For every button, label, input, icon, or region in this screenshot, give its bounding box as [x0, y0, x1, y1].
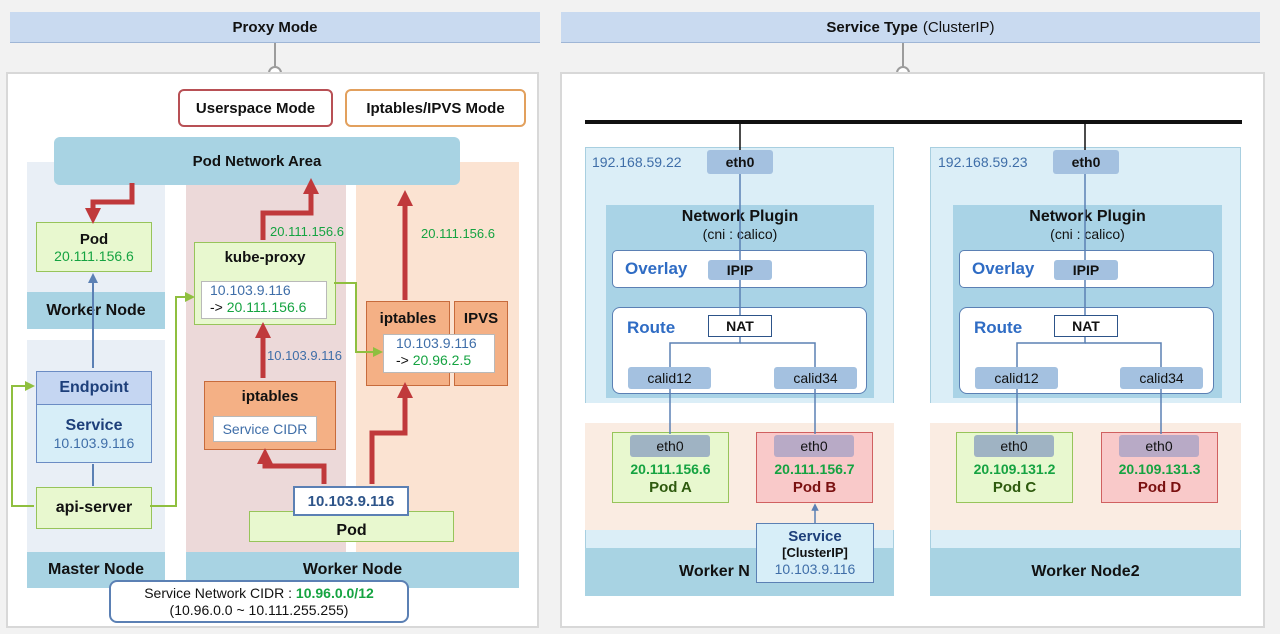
node1-calid12: calid12 — [628, 367, 711, 389]
service-type-header: Service Type(ClusterIP) — [561, 12, 1260, 43]
iptables-userspace-box: iptables Service CIDR — [204, 381, 336, 450]
pod-c: eth0 20.109.131.2 Pod C — [956, 432, 1073, 503]
pod-network-area: Pod Network Area — [54, 137, 460, 185]
worker-pod: Pod 20.111.156.6 — [36, 222, 152, 272]
node2-calid12: calid12 — [975, 367, 1058, 389]
pod-bottom-ip: 10.103.9.116 — [293, 486, 409, 516]
pod-b-name: Pod B — [792, 479, 837, 496]
iptables-right-up-ip: 20.111.156.6 — [421, 226, 495, 241]
pod-d-eth0: eth0 — [1119, 435, 1199, 457]
kube-proxy-side-ip: 10.103.9.116 — [267, 348, 342, 363]
connector-line — [274, 43, 276, 67]
connector-line — [902, 43, 904, 67]
node1-strip — [585, 403, 894, 423]
proxy-mode-header: Proxy Mode — [10, 12, 540, 43]
network-bus — [585, 120, 1242, 124]
pod-a: eth0 20.111.156.6 Pod A — [612, 432, 729, 503]
node2-eth0: eth0 — [1053, 150, 1119, 174]
node1-route-label: Route — [627, 318, 676, 337]
node1-nat: NAT — [708, 315, 772, 337]
pod-d: eth0 20.109.131.3 Pod D — [1101, 432, 1218, 503]
api-server-box: api-server — [36, 487, 152, 529]
pod-d-name: Pod D — [1137, 479, 1182, 496]
pod-b: eth0 20.111.156.7 Pod B — [756, 432, 873, 503]
node2-ip: 192.168.59.23 — [938, 154, 1028, 170]
kube-proxy-rule: 10.103.9.116 -> 20.111.156.6 — [201, 281, 327, 319]
pod-c-ip: 20.109.131.2 — [973, 461, 1056, 477]
node2-calid34: calid34 — [1120, 367, 1203, 389]
pod-a-name: Pod A — [649, 479, 692, 496]
pod-a-ip: 20.111.156.6 — [630, 461, 711, 477]
pod-b-ip: 20.111.156.7 — [774, 461, 855, 477]
kube-proxy-box: kube-proxy 10.103.9.116 -> 20.111.156.6 — [194, 242, 336, 325]
node2-plugin-title: Network Plugin — [1029, 208, 1146, 225]
ipvs-title: IPVS — [463, 309, 499, 327]
node1-plugin-title: Network Plugin — [681, 208, 799, 225]
node1-eth0: eth0 — [707, 150, 773, 174]
kube-proxy-up-ip: 20.111.156.6 — [270, 224, 344, 239]
node2-strip — [930, 403, 1241, 423]
node2-label: Worker Node2 — [930, 548, 1241, 596]
node1-calid34: calid34 — [774, 367, 857, 389]
pod-c-name: Pod C — [992, 479, 1037, 496]
kube-proxy-title: kube-proxy — [224, 248, 306, 266]
service-cidr-box: Service CIDR — [213, 416, 317, 442]
node2-cni: (cni : calico) — [1050, 226, 1125, 242]
iptables-right-rule: 10.103.9.116 -> 20.96.2.5 — [383, 334, 495, 373]
proxy-mode-panel: Userspace Mode Iptables/IPVS Mode Pod Ne… — [6, 72, 539, 628]
pod-c-eth0: eth0 — [974, 435, 1054, 457]
pod-a-eth0: eth0 — [630, 435, 710, 457]
service-clusterip-box: Service [ClusterIP] 10.103.9.116 — [756, 523, 874, 583]
iptables-right-title: iptables — [379, 309, 437, 327]
pod-b-eth0: eth0 — [774, 435, 854, 457]
node2-overlay-label: Overlay — [972, 259, 1035, 278]
iptables-userspace-title: iptables — [241, 387, 299, 405]
node1-cni: (cni : calico) — [702, 226, 778, 242]
node1-ipip: IPIP — [708, 260, 772, 280]
service-network-cidr-note: Service Network CIDR : 10.96.0.0/12 (10.… — [109, 580, 409, 623]
node2-nat: NAT — [1054, 315, 1118, 337]
node2-ipip: IPIP — [1054, 260, 1118, 280]
node1-overlay-label: Overlay — [625, 259, 688, 278]
node2-route-label: Route — [974, 318, 1023, 337]
worker-node-label-left: Worker Node — [27, 292, 165, 329]
pod-d-ip: 20.109.131.3 — [1118, 461, 1201, 477]
legend-iptables-ipvs-mode: Iptables/IPVS Mode — [345, 89, 526, 127]
service-box: Service 10.103.9.116 — [36, 405, 152, 463]
node1-ip: 192.168.59.22 — [592, 154, 682, 170]
endpoint-box: Endpoint — [36, 371, 152, 405]
legend-userspace-mode: Userspace Mode — [178, 89, 333, 127]
